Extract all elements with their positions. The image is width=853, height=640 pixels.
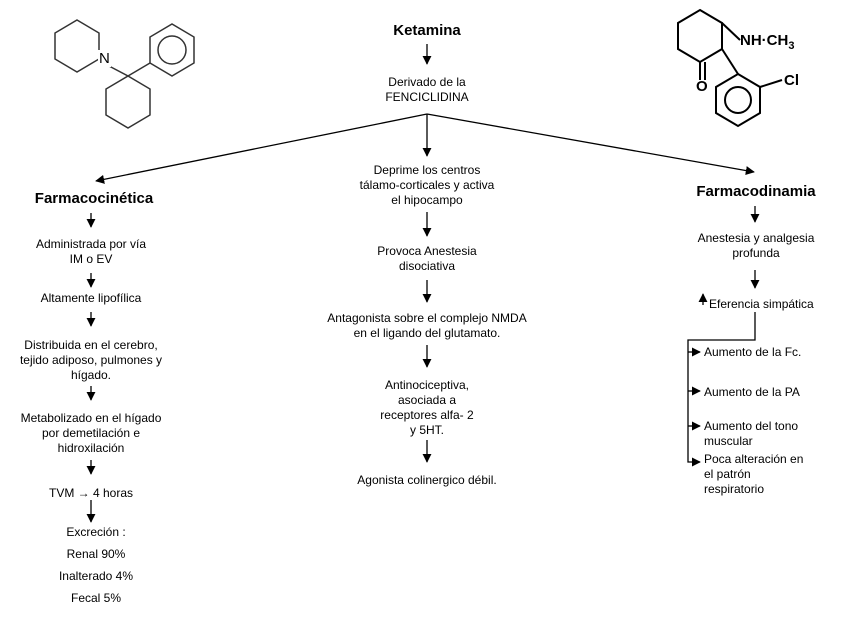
center-step-3: Antagonista sobre el complejo NMDA en el… (327, 311, 527, 340)
origin-text: Derivado de la FENCICLIDINA (385, 75, 469, 104)
right-step-2: Eferencia simpática (709, 297, 814, 311)
left-step-5: TVM → 4 horas (48, 486, 134, 500)
amine-nh: NH (740, 32, 762, 49)
left-step-1: Administrada por vía IM o EV (35, 237, 147, 266)
chlorine-label: Cl (784, 72, 799, 89)
excretion-label: Excreción : (66, 525, 126, 539)
left-heading: Farmacocinética (34, 190, 154, 207)
effect-item: Aumento del tono muscular (704, 419, 799, 448)
right-step-1: Anestesia y analgesia profunda (697, 231, 815, 260)
amine-label: NH·CH3 (740, 32, 794, 52)
nitrogen-atom-label: N (98, 50, 111, 67)
diagram-title: Ketamina (393, 22, 461, 39)
phencyclidine-structure (54, 19, 195, 129)
left-step-4: Metabolizado en el hígado por demetilaci… (20, 411, 162, 455)
left-step-2: Altamente lipofílica (40, 291, 142, 305)
effect-item: Poca alteración en el patrón respiratori… (704, 452, 804, 496)
excretion-item: Renal 90% (66, 547, 126, 561)
left-step-3: Distribuida en el cerebro, tejido adipos… (19, 338, 163, 382)
connectors (86, 44, 760, 523)
excretion-item: Fecal 5% (70, 591, 122, 605)
amine-dot: · (761, 32, 767, 49)
excretion-item: Inalterado 4% (58, 569, 134, 583)
effect-item: Aumento de la PA (704, 385, 800, 399)
effect-item: Aumento de la Fc. (704, 345, 802, 359)
ketamine-structure (677, 8, 783, 128)
amine-ch: CH (766, 32, 789, 49)
center-step-5: Agonista colinergico débil. (357, 473, 497, 487)
center-step-1: Deprime los centros tálamo-corticales y … (359, 163, 495, 207)
center-step-2: Provoca Anestesia disociativa (377, 244, 477, 273)
center-step-4: Antinociceptiva, asociada a receptores a… (380, 378, 474, 437)
amine-sub: 3 (788, 40, 795, 52)
right-heading: Farmacodinamia (696, 183, 816, 200)
ketone-oxygen-label: O (696, 78, 708, 95)
